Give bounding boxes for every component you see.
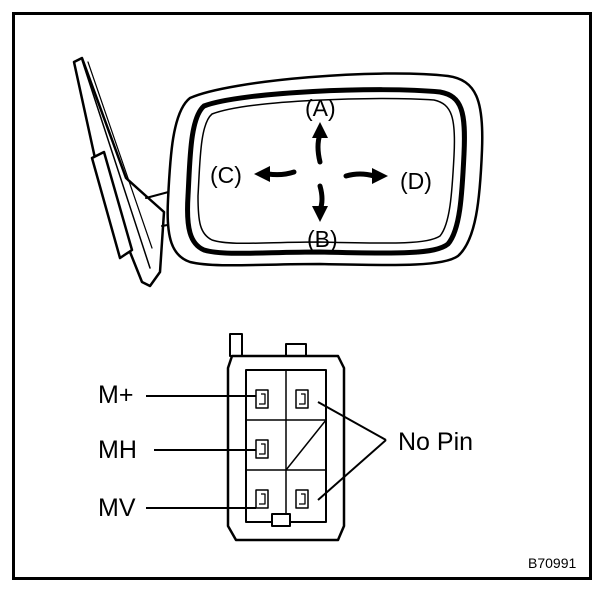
leader-lines <box>146 395 387 509</box>
arrow-left <box>265 169 297 178</box>
arrow-up <box>315 131 323 165</box>
mirror-assembly <box>72 56 484 288</box>
label-mv: MV <box>98 494 136 522</box>
leader-no-pin-top <box>317 401 387 441</box>
label-mh: MH <box>98 436 137 464</box>
label-no-pin: No Pin <box>398 428 474 456</box>
connector-latch-left <box>229 333 243 357</box>
connector-latch-top <box>285 343 307 357</box>
mirror-bezel <box>185 87 467 256</box>
figure-code: B70991 <box>528 555 577 571</box>
label-m-plus: M+ <box>98 381 134 409</box>
leader-no-pin-bottom <box>317 439 387 501</box>
mirror-housing <box>166 72 484 267</box>
blank-cavity <box>285 419 327 471</box>
mirror-glass <box>197 97 456 245</box>
adjustment-arrows <box>254 122 388 222</box>
mirror-base-plate <box>90 150 134 260</box>
terminal-m-plus <box>255 389 269 409</box>
label-direction-d: (D) <box>400 168 432 194</box>
terminal-no-pin-top <box>295 389 309 409</box>
arrow-right <box>343 171 377 179</box>
label-direction-c: (C) <box>210 162 242 188</box>
connector-key <box>271 513 291 527</box>
connector <box>226 333 346 542</box>
terminal-no-pin-bottom <box>295 489 309 509</box>
terminal-mv <box>255 489 269 509</box>
label-direction-a: (A) <box>305 95 336 121</box>
label-direction-b: (B) <box>307 226 338 252</box>
